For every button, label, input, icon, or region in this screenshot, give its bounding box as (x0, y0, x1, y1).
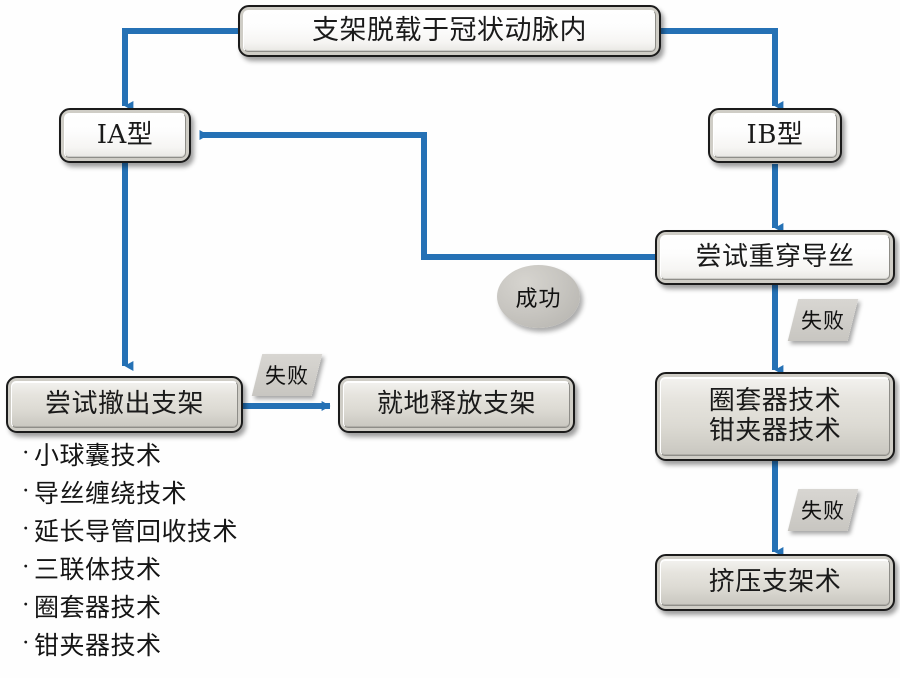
list-item: · 三联体技术 (18, 557, 348, 595)
edge-root-to-1a (122, 28, 238, 111)
edge-root-to-1b (661, 28, 784, 111)
list-item: · 导丝缠绕技术 (18, 481, 348, 519)
node-root[interactable]: 支架脱载于冠状动脉内 (238, 5, 661, 57)
edge-label-fail-snare: 失败 (787, 489, 859, 531)
node-rewire[interactable]: 尝试重穿导丝 (655, 230, 895, 285)
node-type-1a-frame: ⅠA型 (64, 113, 186, 158)
node-deploy-insitu[interactable]: 就地释放支架 (338, 376, 575, 433)
node-rewire-frame: 尝试重穿导丝 (660, 235, 890, 280)
node-snare-forceps-label: 圈套器技术 钳夹器技术 (708, 386, 842, 446)
list-item-label: 导丝缠绕技术 (34, 479, 188, 508)
bullet-icon: · (22, 593, 30, 618)
node-deploy-insitu-frame: 就地释放支架 (343, 381, 570, 428)
node-rewire-label: 尝试重穿导丝 (695, 241, 855, 272)
list-item-label: 延长导管回收技术 (34, 517, 239, 546)
edge-label-success-text: 成功 (515, 286, 562, 312)
edge-label-fail-withdraw-text: 失败 (265, 364, 309, 388)
node-withdraw-stent-frame: 尝试撤出支架 (11, 381, 238, 428)
edge-rewire-to-1a-success (199, 130, 655, 260)
node-type-1a[interactable]: ⅠA型 (59, 108, 191, 163)
node-type-1b[interactable]: ⅠB型 (708, 108, 842, 163)
node-deploy-insitu-label: 就地释放支架 (376, 388, 536, 419)
edge-label-success: 成功 (497, 265, 580, 328)
list-item: · 小球囊技术 (18, 443, 348, 481)
node-withdraw-stent[interactable]: 尝试撤出支架 (6, 376, 243, 433)
node-type-1b-frame: ⅠB型 (713, 113, 837, 158)
node-snare-forceps-frame: 圈套器技术 钳夹器技术 (660, 377, 890, 456)
techniques-list: · 小球囊技术 · 导丝缠绕技术 · 延长导管回收技术 · 三联体技术 · 圈套… (18, 443, 348, 671)
edge-label-fail-rewire-text: 失败 (801, 309, 845, 333)
list-item-label: 小球囊技术 (34, 441, 162, 470)
bullet-icon: · (22, 517, 30, 542)
list-item: · 钳夹器技术 (18, 633, 348, 671)
list-item-label: 圈套器技术 (34, 593, 162, 622)
bullet-icon: · (22, 441, 30, 466)
list-item-label: 三联体技术 (34, 555, 162, 584)
node-crush-stent[interactable]: 挤压支架术 (655, 554, 895, 611)
list-item-label: 钳夹器技术 (34, 631, 162, 660)
node-root-label: 支架脱载于冠状动脉内 (312, 14, 587, 46)
edge-label-fail-withdraw: 失败 (251, 354, 323, 396)
list-item: · 延长导管回收技术 (18, 519, 348, 557)
edge-label-fail-rewire: 失败 (787, 299, 859, 341)
node-type-1b-label: ⅠB型 (746, 119, 804, 150)
node-withdraw-stent-label: 尝试撤出支架 (44, 388, 204, 419)
edge-label-fail-snare-text: 失败 (801, 499, 845, 523)
node-root-frame: 支架脱载于冠状动脉内 (243, 10, 656, 52)
bullet-icon: · (22, 631, 30, 656)
node-snare-forceps[interactable]: 圈套器技术 钳夹器技术 (655, 372, 895, 461)
bullet-icon: · (22, 479, 30, 504)
bullet-icon: · (22, 555, 30, 580)
node-crush-stent-frame: 挤压支架术 (660, 559, 890, 606)
node-crush-stent-label: 挤压支架术 (708, 566, 842, 597)
list-item: · 圈套器技术 (18, 595, 348, 633)
node-type-1a-label: ⅠA型 (96, 119, 154, 150)
